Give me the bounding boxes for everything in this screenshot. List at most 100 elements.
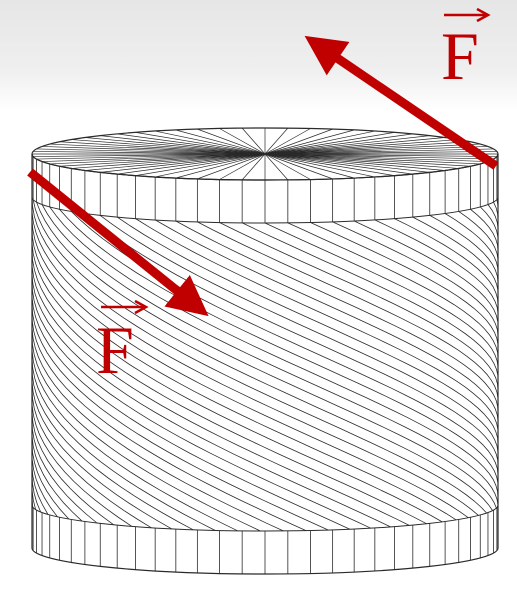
- top-spoke: [264, 129, 355, 155]
- top-spoke: [117, 133, 266, 155]
- top-spoke: [264, 146, 488, 155]
- twist-line: [31, 443, 70, 520]
- top-spoke: [264, 133, 413, 155]
- top-spoke: [264, 128, 311, 155]
- top-spoke: [264, 127, 289, 155]
- twist-line: [480, 206, 499, 237]
- twist-line: [41, 204, 499, 506]
- top-spoke: [33, 151, 266, 155]
- twist-line: [332, 221, 499, 336]
- top-spoke: [59, 153, 266, 167]
- band-bottom-upper-edge: [31, 504, 499, 532]
- twist-line: [31, 490, 36, 510]
- twist-line: [458, 211, 499, 260]
- top-spoke: [264, 153, 413, 175]
- top-spoke: [155, 153, 266, 178]
- twist-line: [49, 206, 499, 498]
- twist-line: [31, 243, 443, 523]
- force-arrows: [27, 7, 499, 317]
- twist-line: [84, 213, 499, 467]
- twist-line: [31, 328, 284, 532]
- top-spoke: [49, 143, 266, 155]
- twist-line: [31, 412, 114, 526]
- twist-line: [31, 497, 34, 508]
- top-spoke: [155, 130, 266, 155]
- top-spoke: [36, 148, 266, 155]
- twist-line: [394, 218, 499, 305]
- vector-overbar-left-head: [134, 299, 149, 315]
- top-spoke: [117, 153, 266, 175]
- twist-line: [374, 219, 499, 314]
- twist-line: [412, 216, 499, 291]
- twist-line: [31, 250, 427, 525]
- twist-line: [31, 227, 457, 521]
- top-spoke: [264, 135, 430, 155]
- twist-line: [31, 311, 307, 531]
- top-spoke: [264, 141, 471, 155]
- top-spoke: [175, 129, 266, 155]
- top-spoke: [264, 153, 481, 165]
- twist-line: [31, 365, 194, 531]
- top-spoke: [264, 153, 355, 179]
- twist-line: [444, 213, 499, 274]
- top-spoke: [264, 153, 333, 180]
- twist-line: [429, 215, 499, 282]
- top-spoke: [71, 139, 266, 155]
- top-spoke: [241, 127, 266, 155]
- twist-line: [116, 216, 499, 444]
- twist-line: [31, 389, 152, 529]
- force-arrow-top: [304, 35, 499, 170]
- twist-line: [264, 222, 499, 367]
- twist-line: [31, 213, 479, 516]
- twist-line: [242, 222, 499, 376]
- twist-line: [31, 274, 391, 528]
- top-spoke: [135, 153, 266, 176]
- twist-line: [310, 222, 499, 345]
- twist-line: [31, 267, 410, 526]
- cylinder-twisted-lines: [31, 196, 499, 532]
- top-spoke: [219, 153, 266, 180]
- twist-line: [31, 297, 351, 530]
- twist-line: [493, 201, 499, 220]
- twist-line: [31, 459, 58, 518]
- top-spoke: [264, 153, 375, 178]
- twist-line: [155, 219, 499, 421]
- twist-line: [31, 473, 42, 513]
- top-spoke: [264, 153, 459, 169]
- twist-line: [135, 218, 499, 430]
- top-spoke: [264, 153, 471, 167]
- twist-line: [197, 221, 499, 398]
- top-spoke: [264, 153, 497, 157]
- twist-line: [32, 199, 493, 511]
- top-spoke: [264, 130, 375, 155]
- twist-line: [31, 281, 371, 529]
- twist-line: [99, 215, 499, 452]
- twist-line: [219, 222, 499, 390]
- force-label-left: F: [96, 312, 134, 388]
- twist-line: [59, 209, 499, 483]
- twist-line: [496, 199, 499, 206]
- top-spoke: [100, 153, 266, 173]
- top-spoke: [42, 146, 266, 155]
- top-spoke: [36, 153, 266, 160]
- top-spoke: [59, 141, 266, 155]
- top-spoke: [219, 128, 266, 155]
- top-spoke: [71, 153, 266, 169]
- top-spoke: [264, 137, 446, 155]
- top-spoke: [264, 153, 430, 173]
- top-spoke: [175, 153, 266, 179]
- cylinder-top-face: [31, 127, 499, 181]
- cylinder-side-band: [31, 153, 499, 575]
- top-spoke: [264, 139, 459, 155]
- force-label-top: F: [441, 18, 479, 94]
- top-spoke: [264, 143, 481, 155]
- twist-line: [354, 220, 499, 322]
- twist-line: [470, 208, 499, 251]
- top-spoke: [264, 132, 395, 155]
- twist-line: [31, 419, 98, 524]
- top-spoke: [264, 151, 497, 155]
- vector-overbar-top-head: [476, 7, 491, 23]
- twist-line: [31, 220, 469, 519]
- twist-line: [175, 220, 499, 413]
